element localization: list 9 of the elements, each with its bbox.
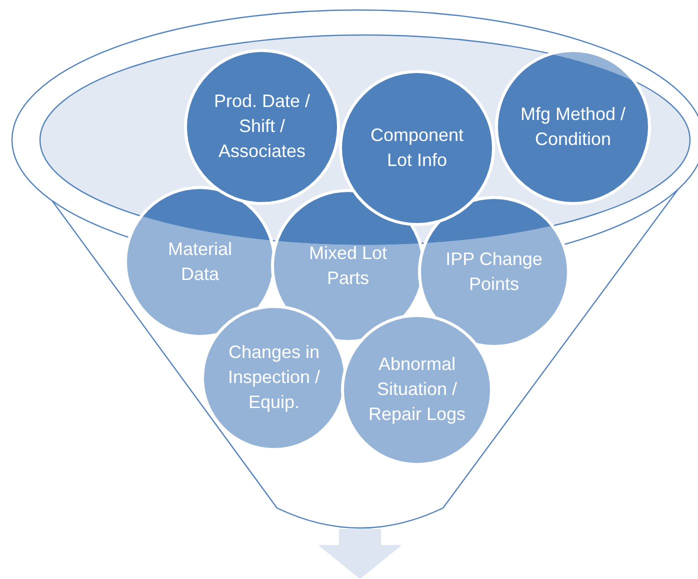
circle-label: Material Data [166, 238, 234, 286]
circle-label: Changes in Inspection / Equip. [226, 341, 322, 415]
circle-label: Mfg Method / Condition [519, 102, 627, 151]
circle-label: Abnormal Situation / Repair Logs [367, 353, 467, 427]
circle-label: IPP Change Points [444, 248, 544, 296]
circle-label: Component Lot Info [369, 124, 465, 172]
circle-label: Mixed Lot Parts [308, 242, 388, 290]
circle-label: Prod. Date / Shift / Associates [212, 90, 312, 164]
down-arrow [318, 529, 402, 579]
